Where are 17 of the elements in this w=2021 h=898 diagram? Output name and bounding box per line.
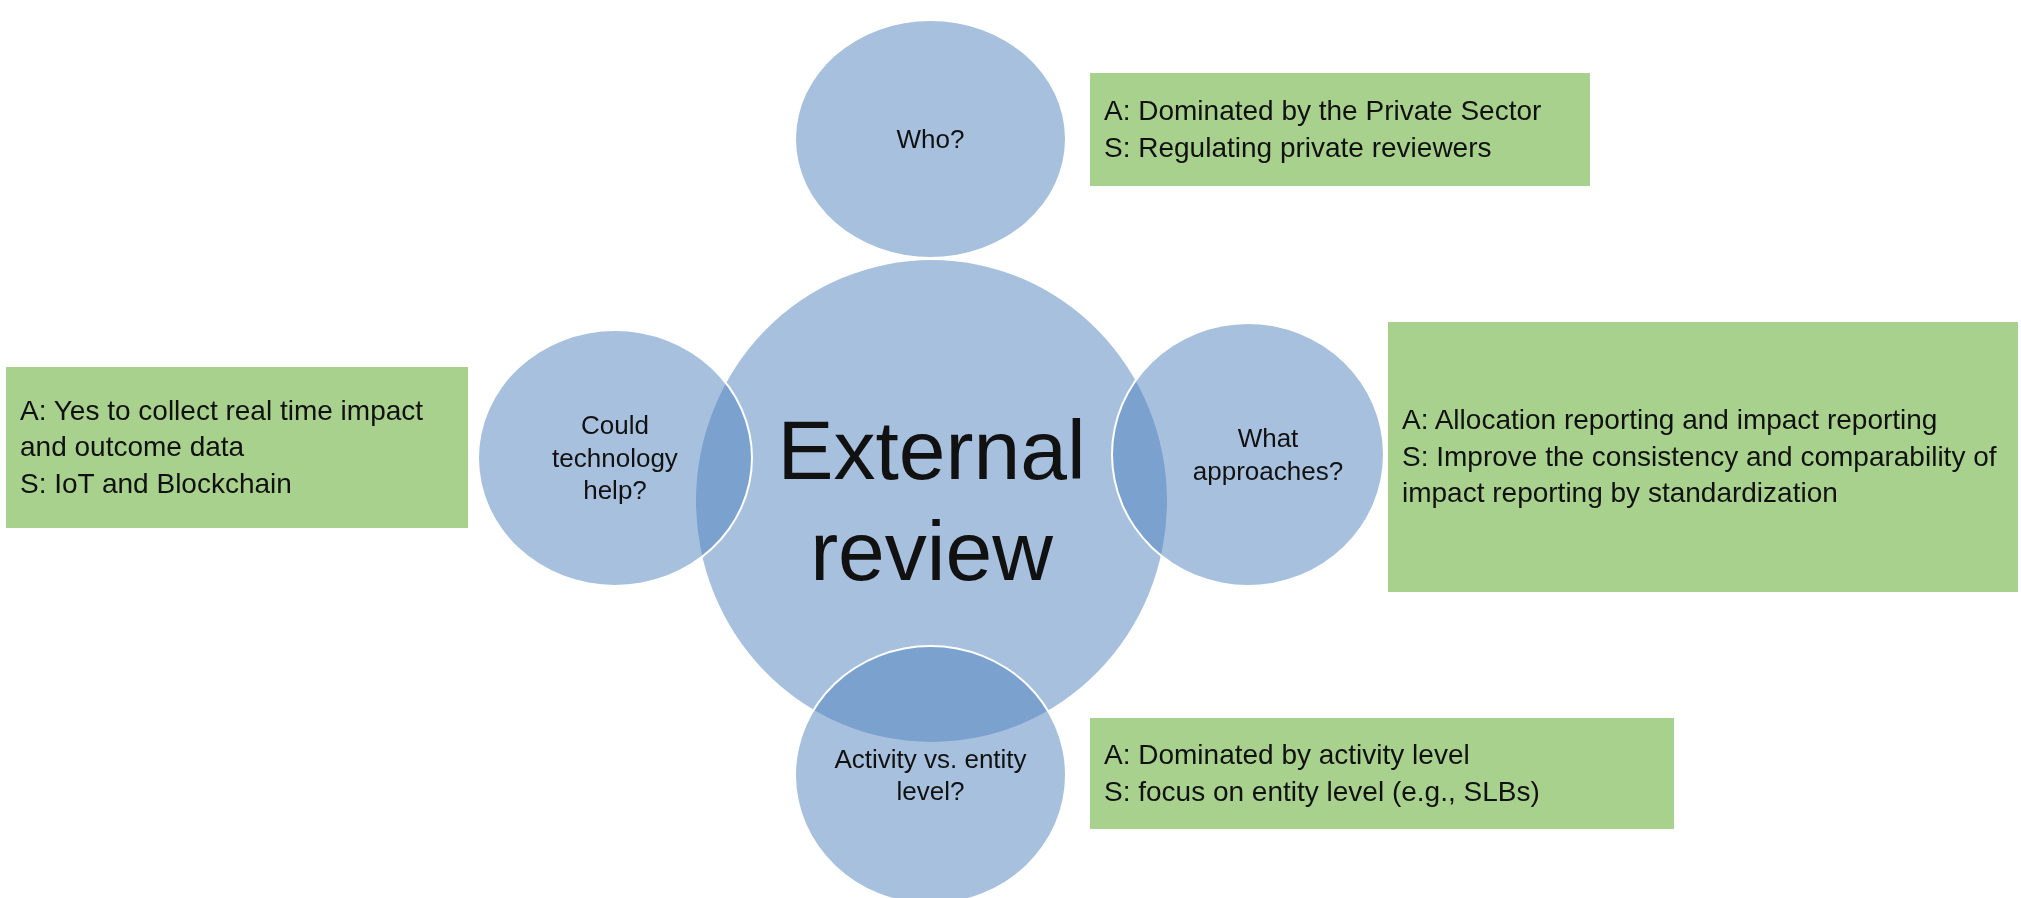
question-text: Activity vs. entity level? <box>833 742 1028 808</box>
answer-text: A: Yes to collect real time impact and outcome data <box>20 393 425 465</box>
title-text: External review <box>776 402 1087 600</box>
answer-text: S: Improve the consistency and comparability of impact reporting by standardization <box>1402 439 1998 511</box>
answer-box <box>1090 73 1590 186</box>
question-text: Who? <box>895 122 966 156</box>
answer-text: S: IoT and Blockchain <box>20 466 293 501</box>
question-text: Could technology help? <box>551 409 679 507</box>
question-text: What approaches? <box>1191 422 1345 487</box>
answer-text: A: Allocation reporting and impact reporting <box>1402 403 1939 438</box>
answer-text: A: Dominated by activity level <box>1104 738 1471 773</box>
answer-text: A: Dominated by the Private Sector <box>1104 94 1543 129</box>
answer-text: S: focus on entity level (e.g., SLBs) <box>1104 774 1541 809</box>
answer-box <box>6 367 468 528</box>
answer-text: S: Regulating private reviewers <box>1104 130 1493 165</box>
answer-box <box>1090 718 1674 829</box>
answer-box <box>1388 322 2018 592</box>
